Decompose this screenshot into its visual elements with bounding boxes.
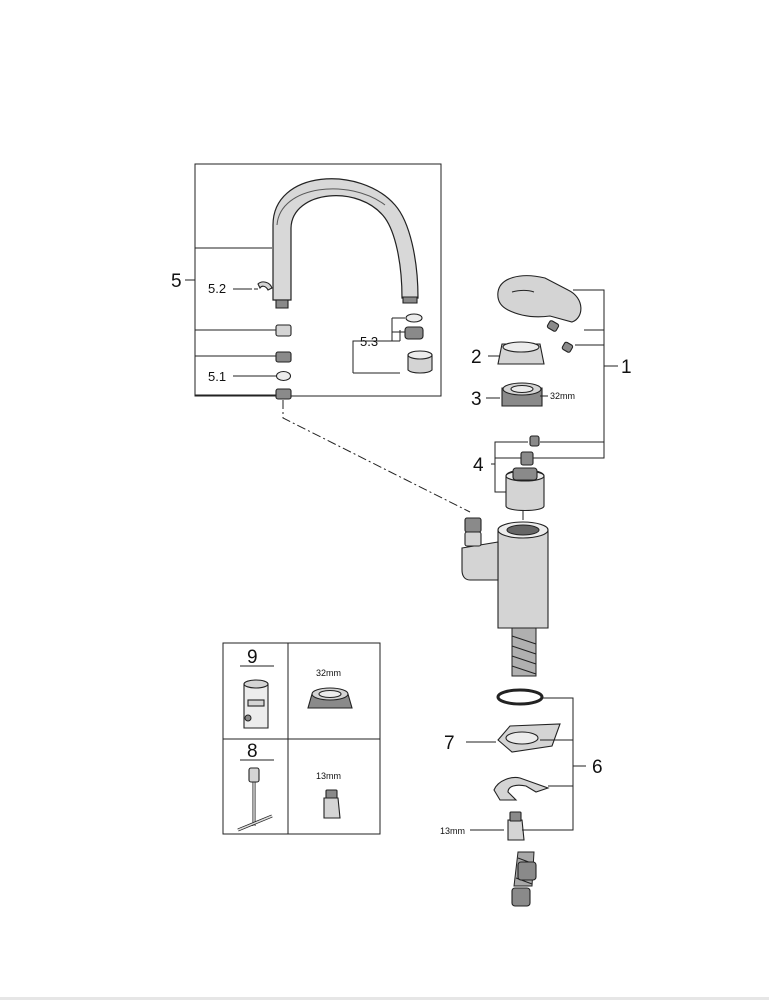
tools-box	[222, 642, 381, 835]
label-7: 7	[444, 733, 455, 754]
clip-5-2	[257, 281, 273, 291]
spout	[272, 178, 419, 309]
faucet-body	[461, 510, 549, 677]
tool-13mm-nut	[323, 789, 341, 819]
label-2: 2	[471, 347, 482, 368]
label-5-2: 5.2	[208, 281, 226, 296]
cover-cap-2	[488, 341, 545, 365]
cartridge-4	[491, 435, 545, 512]
tool-32mm-nut	[307, 687, 353, 709]
label-5-3: 5.3	[360, 334, 378, 349]
label-5-1: 5.1	[208, 369, 226, 384]
bottom-strip	[0, 997, 769, 1000]
dim-32mm-tool: 32mm	[316, 668, 341, 678]
assembly-dash-line	[282, 400, 471, 513]
dim-13mm-nut: 13mm	[440, 826, 465, 836]
label-3: 3	[471, 389, 482, 410]
handle-lever	[497, 275, 582, 323]
label-4: 4	[473, 455, 484, 476]
dim-32mm-nut: 32mm	[550, 391, 575, 401]
label-1: 1	[621, 357, 632, 378]
mounting-set	[466, 688, 586, 907]
bonnet-nut-3	[486, 382, 548, 407]
dim-13mm-tool: 13mm	[316, 771, 341, 781]
aerator-5-3	[352, 313, 433, 374]
label-6: 6	[592, 757, 603, 778]
label-9: 9	[247, 647, 258, 668]
label-5: 5	[171, 271, 182, 292]
spout-detail-box	[185, 163, 442, 400]
tool-8-key	[237, 767, 273, 832]
label-8: 8	[247, 741, 258, 762]
tool-9-socket	[243, 679, 269, 729]
handle-assembly	[486, 275, 618, 512]
small-parts-5-1	[275, 324, 292, 400]
